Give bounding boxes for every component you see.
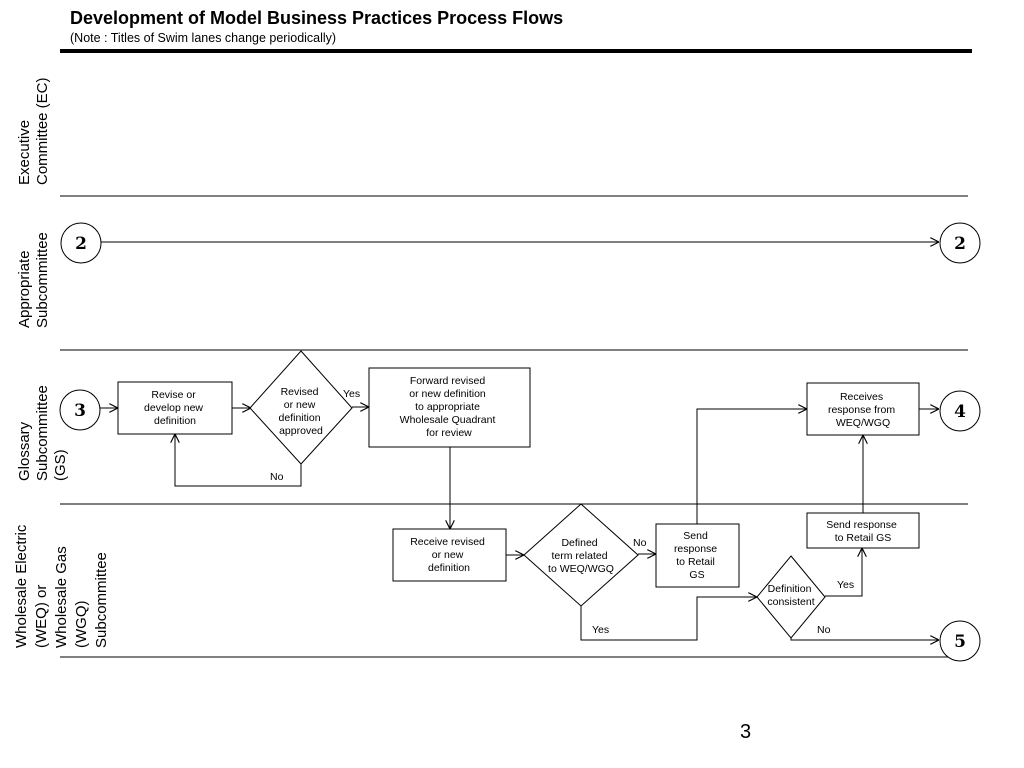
svg-text:Send response to Retail: Send response to Retail GS xyxy=(826,519,900,544)
process-receives-response: Receives response from WEQ/WGQ xyxy=(806,382,920,436)
connector-4: 4 xyxy=(939,390,981,432)
svg-text:Receives response from: Receives response from WEQ/WGQ xyxy=(828,391,898,429)
edge-label-approved-no: No xyxy=(270,471,284,483)
process-receive-revised-definition: Receive revised or new definition xyxy=(392,528,507,582)
connector-3: 3 xyxy=(59,389,101,431)
decision-definition-approved: Revised or new definition approved xyxy=(249,350,353,465)
svg-text:Receive revised or new: Receive revised or new definition xyxy=(410,536,488,574)
process-send-response-retail: Send response to Retail GS xyxy=(806,512,920,549)
connector-2-right: 2 xyxy=(939,222,981,264)
decision-defined-term: Defined term related to WEQ/WGQ xyxy=(523,503,639,607)
svg-text:5: 5 xyxy=(954,632,966,652)
page-number: 3 xyxy=(740,721,752,743)
svg-text:Definition consistent: Definition consistent xyxy=(767,583,814,608)
edge-label-defined-no: No xyxy=(633,537,647,549)
svg-text:4: 4 xyxy=(954,402,966,422)
edge-label-approved-yes: Yes xyxy=(343,388,360,400)
svg-text:Send response to R: Send response to Retail GS xyxy=(674,530,720,581)
svg-text:3: 3 xyxy=(74,401,86,421)
svg-text:2: 2 xyxy=(954,234,966,254)
lane-label-appropriate-subcommittee: Appropriate Subcommittee xyxy=(16,232,51,328)
arrow-approved-no-loop xyxy=(175,434,302,487)
svg-text:Defined term related: Defined term related to WEQ/WGQ xyxy=(548,537,614,575)
svg-text:Revised or new def: Revised or new definition approved xyxy=(279,386,324,437)
arrow-consistent-no-to-5 xyxy=(790,638,939,640)
arrow-consistent-yes-to-send-retail xyxy=(825,548,862,597)
svg-text:Forward revised or new d: Forward revised or new definition to app… xyxy=(400,375,499,439)
edge-label-defined-yes: Yes xyxy=(592,624,609,636)
arrow-defined-yes-to-consistent xyxy=(580,597,757,641)
page-title: Development of Model Business Practices … xyxy=(70,8,564,28)
page-subtitle: (Note : Titles of Swim lanes change peri… xyxy=(70,31,337,45)
edge-label-consistent-no: No xyxy=(817,624,831,636)
svg-text:2: 2 xyxy=(75,234,87,254)
connector-2-left: 2 xyxy=(60,222,102,264)
lane-label-wholesale-subcommittee: Wholesale Electric (WEQ) or Wholesale Ga… xyxy=(13,520,110,648)
process-revise-definition: Revise or develop new definition xyxy=(117,381,233,435)
arrow-send-to-receives-response xyxy=(696,409,807,524)
edge-label-consistent-yes: Yes xyxy=(837,579,854,591)
svg-text:Revise or develop new: Revise or develop new definition xyxy=(144,389,206,427)
process-forward-definition: Forward revised or new definition to app… xyxy=(368,367,531,448)
lane-label-ec: Executive Committee (EC) xyxy=(16,77,51,185)
decision-definition-consistent: Definition consistent xyxy=(756,555,826,639)
lane-label-glossary-subcommittee: Glossary Subcommittee (GS) xyxy=(16,381,69,481)
process-send-response-gs: Send response to Retail GS xyxy=(655,523,740,588)
connector-5: 5 xyxy=(939,620,981,662)
